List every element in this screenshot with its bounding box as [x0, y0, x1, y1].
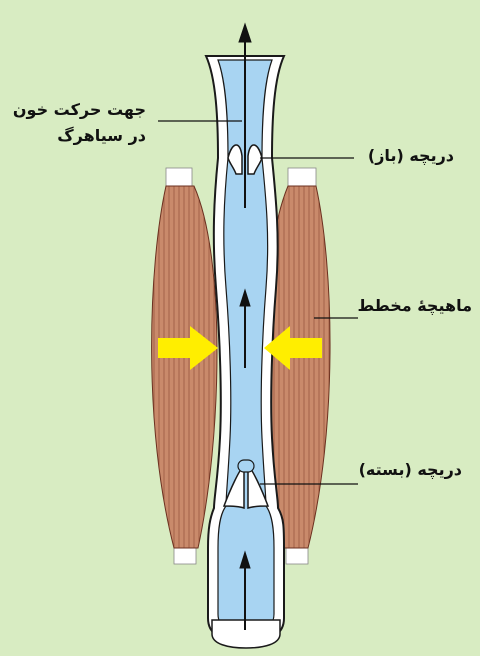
vein-muscle-pump-diagram: جهت حرکت خون در سیاهرگ دریچه (باز) ماهیچ… [8, 8, 472, 640]
closed-valve-label: دریچه (بسته) [359, 458, 462, 482]
flow-direction-label-line1: جهت حرکت خون [13, 98, 146, 122]
open-valve-label: دریچه (باز) [368, 144, 454, 168]
skeletal-muscle-label: ماهیچهٔ مخطط [358, 294, 473, 318]
flow-direction-label-line2: در سیاهرگ [57, 124, 146, 148]
left-muscle [152, 168, 217, 564]
